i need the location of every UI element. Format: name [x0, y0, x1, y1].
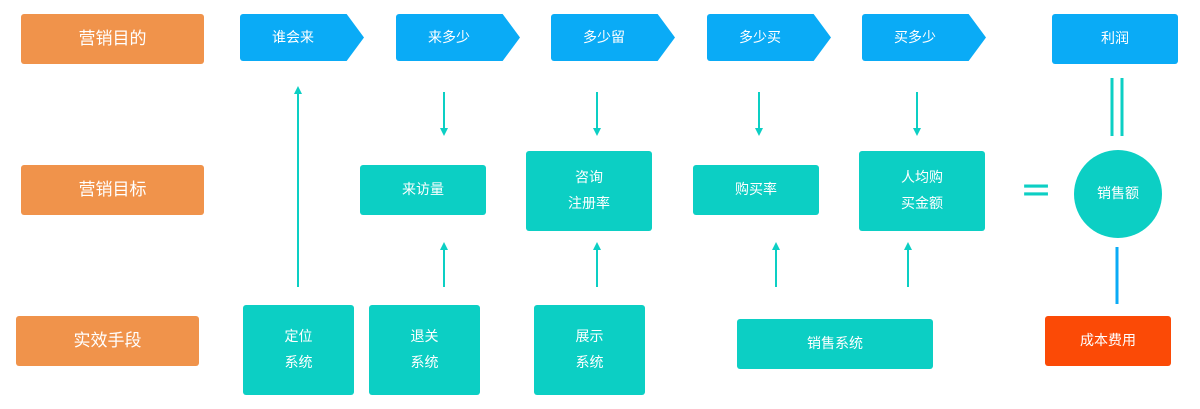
- cost-label: 成本费用: [1080, 333, 1136, 349]
- purpose-step-label: 谁会来: [272, 29, 314, 46]
- goal-avg-line2: 买金额: [901, 196, 943, 212]
- purpose-step-label: 多少留: [583, 29, 625, 46]
- purpose-step-who-comes: 谁会来: [240, 14, 364, 61]
- profit-box: 利润: [1052, 14, 1178, 64]
- goal-consult-line1: 咨询: [575, 170, 603, 186]
- row-label-goals: 营销目标: [21, 165, 204, 215]
- means-sales-system-label: 销售系统: [807, 336, 863, 352]
- row-label-purpose-text: 营销目的: [78, 29, 147, 49]
- goal-purchase-rate-label: 购买率: [735, 182, 777, 198]
- row-label-means: 实效手段: [16, 316, 199, 366]
- goal-purchase-rate: 购买率: [693, 165, 819, 215]
- purpose-step-label: 买多少: [894, 29, 936, 46]
- means-display-line2: 系统: [575, 355, 604, 371]
- purpose-step-how-many-come: 来多少: [396, 14, 520, 61]
- row-label-purpose: 营销目的: [21, 14, 204, 64]
- purpose-step-label: 来多少: [428, 29, 470, 46]
- means-sales-system: 销售系统: [737, 319, 933, 369]
- sales-amount-circle: 销售额: [1074, 150, 1162, 238]
- goal-avg-line1: 人均购: [901, 170, 943, 186]
- means-display-line1: 展示: [575, 329, 604, 345]
- means-position-line1: 定位: [284, 329, 313, 345]
- means-position-line2: 系统: [284, 355, 313, 371]
- equals-sign-text: =: [1020, 167, 1052, 211]
- purpose-step-how-many-buy: 多少买: [707, 14, 831, 61]
- purpose-step-buy-how-much: 买多少: [862, 14, 986, 61]
- sales-amount-label: 销售额: [1097, 186, 1139, 202]
- means-tuiguan-line1: 退关: [410, 329, 439, 345]
- means-tuiguan-line2: 系统: [410, 355, 439, 371]
- purpose-step-label: 多少买: [739, 29, 781, 46]
- goal-consult-line2: 注册率: [568, 196, 610, 212]
- goal-visits-label: 来访量: [402, 182, 444, 198]
- row-label-means-text: 实效手段: [73, 331, 142, 351]
- equals-sign: =: [1020, 164, 1052, 214]
- row-label-goals-text: 营销目标: [78, 180, 147, 200]
- goal-consult-registration: 咨询 注册率: [526, 151, 652, 231]
- purpose-step-how-many-stay: 多少留: [551, 14, 675, 61]
- goal-visits: 来访量: [360, 165, 486, 215]
- means-display-system: 展示 系统: [534, 305, 645, 395]
- cost-box: 成本费用: [1045, 316, 1171, 366]
- profit-label: 利润: [1101, 31, 1129, 47]
- goal-average-purchase: 人均购 买金额: [859, 151, 985, 231]
- means-position-system: 定位 系统: [243, 305, 354, 395]
- means-tuiguan-system: 退关 系统: [369, 305, 480, 395]
